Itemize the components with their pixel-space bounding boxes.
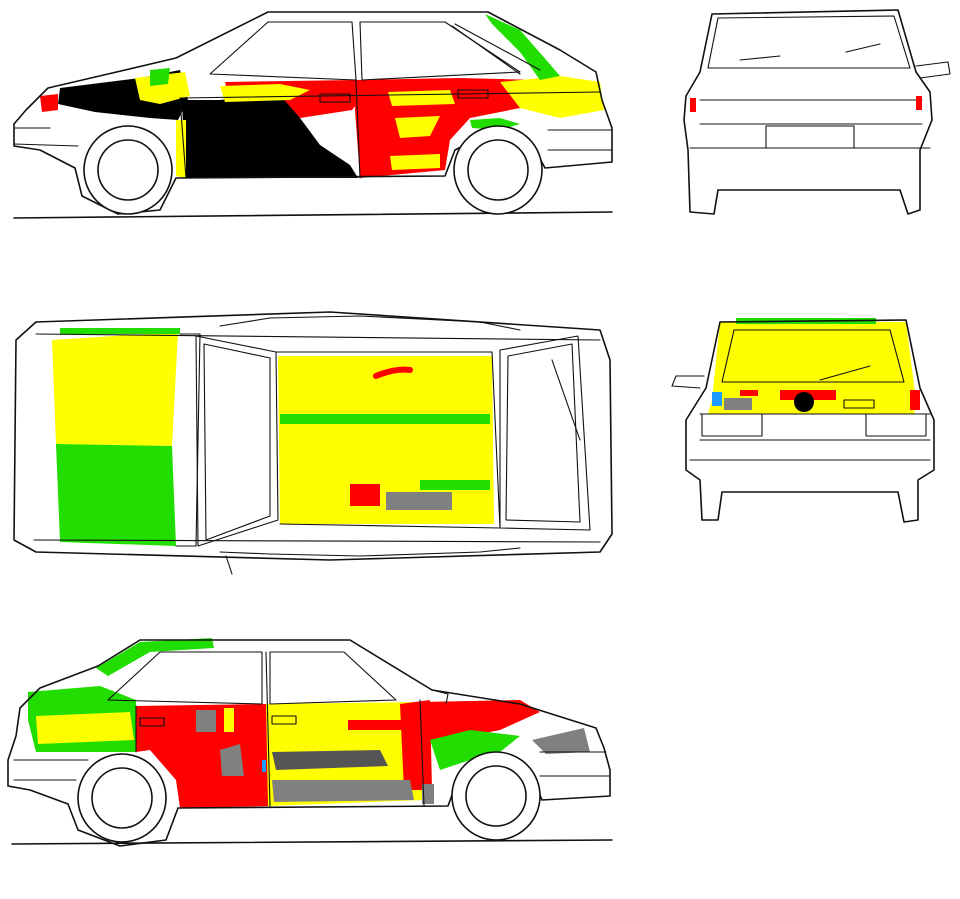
rear-view-paint xyxy=(708,318,920,414)
paint-green-wing xyxy=(150,68,170,86)
paint-yellow-hood-top xyxy=(52,332,178,446)
paint-red-roof-patch xyxy=(350,484,380,506)
paint-green-roof-strip xyxy=(280,414,490,424)
left-side-outline xyxy=(13,11,613,219)
paint-red-hatch-top xyxy=(740,390,758,396)
right-side-outline xyxy=(7,639,613,847)
front-red-mark-left xyxy=(690,98,696,112)
paint-red-sill-patch xyxy=(348,720,402,730)
paint-dark-gray-sill xyxy=(272,750,388,770)
paint-gray-mark xyxy=(724,398,752,410)
paint-red-wing-r xyxy=(420,700,540,740)
right-side-view xyxy=(7,638,613,847)
paint-green-wing-r xyxy=(430,730,520,770)
right-rear-hub xyxy=(91,767,153,829)
paint-yellow-rear-quarter xyxy=(36,712,134,744)
paint-gray-sill xyxy=(272,780,414,802)
paint-black-front-door xyxy=(182,92,358,178)
left-front-hub xyxy=(97,139,159,201)
top-view xyxy=(13,311,613,575)
paint-yellow-hood xyxy=(135,72,190,104)
top-view-paint xyxy=(52,328,494,546)
paint-gray-front-sill xyxy=(422,784,434,804)
right-front-hub xyxy=(465,765,527,827)
paint-green-roof-strip2 xyxy=(420,480,490,490)
paint-green-hood-top xyxy=(56,444,176,546)
paint-yellow-door-patch xyxy=(388,90,455,106)
right-side-paint xyxy=(28,638,590,808)
paint-yellow-door-patch2 xyxy=(395,116,440,138)
rear-view xyxy=(671,318,935,523)
paint-gray-roof-patch xyxy=(386,492,452,510)
paint-gray-door-patch xyxy=(196,710,216,732)
top-view-outline xyxy=(13,311,613,575)
paint-green-edge xyxy=(60,328,180,334)
paint-green-roof-right xyxy=(96,638,214,676)
left-side-view xyxy=(13,11,613,219)
paint-yellow-rear xyxy=(500,76,604,118)
paint-red-light-right xyxy=(910,390,920,410)
paint-blue-mark xyxy=(712,392,722,406)
paint-blue-tiny xyxy=(262,760,266,772)
paint-gray-hood-r xyxy=(532,728,590,754)
paint-red-roof-mark xyxy=(373,366,413,379)
paint-red-front xyxy=(40,94,58,112)
paint-yellow-front-bottom xyxy=(176,120,186,178)
front-red-mark-right xyxy=(916,96,922,110)
paint-yellow-hatch xyxy=(708,322,916,414)
paint-red-front-door-r xyxy=(400,700,432,790)
paint-yellow-rear-bottom xyxy=(390,154,440,170)
paint-yellow-door-strip xyxy=(224,708,234,732)
left-rear-hub xyxy=(467,139,529,201)
front-view xyxy=(683,9,951,215)
rear-view-outline xyxy=(671,319,935,523)
paint-red-rear-door-r xyxy=(136,704,270,808)
paint-black-emblem xyxy=(794,392,814,412)
paint-gray-door-patch2 xyxy=(220,744,244,776)
paint-green-roof xyxy=(485,14,560,80)
